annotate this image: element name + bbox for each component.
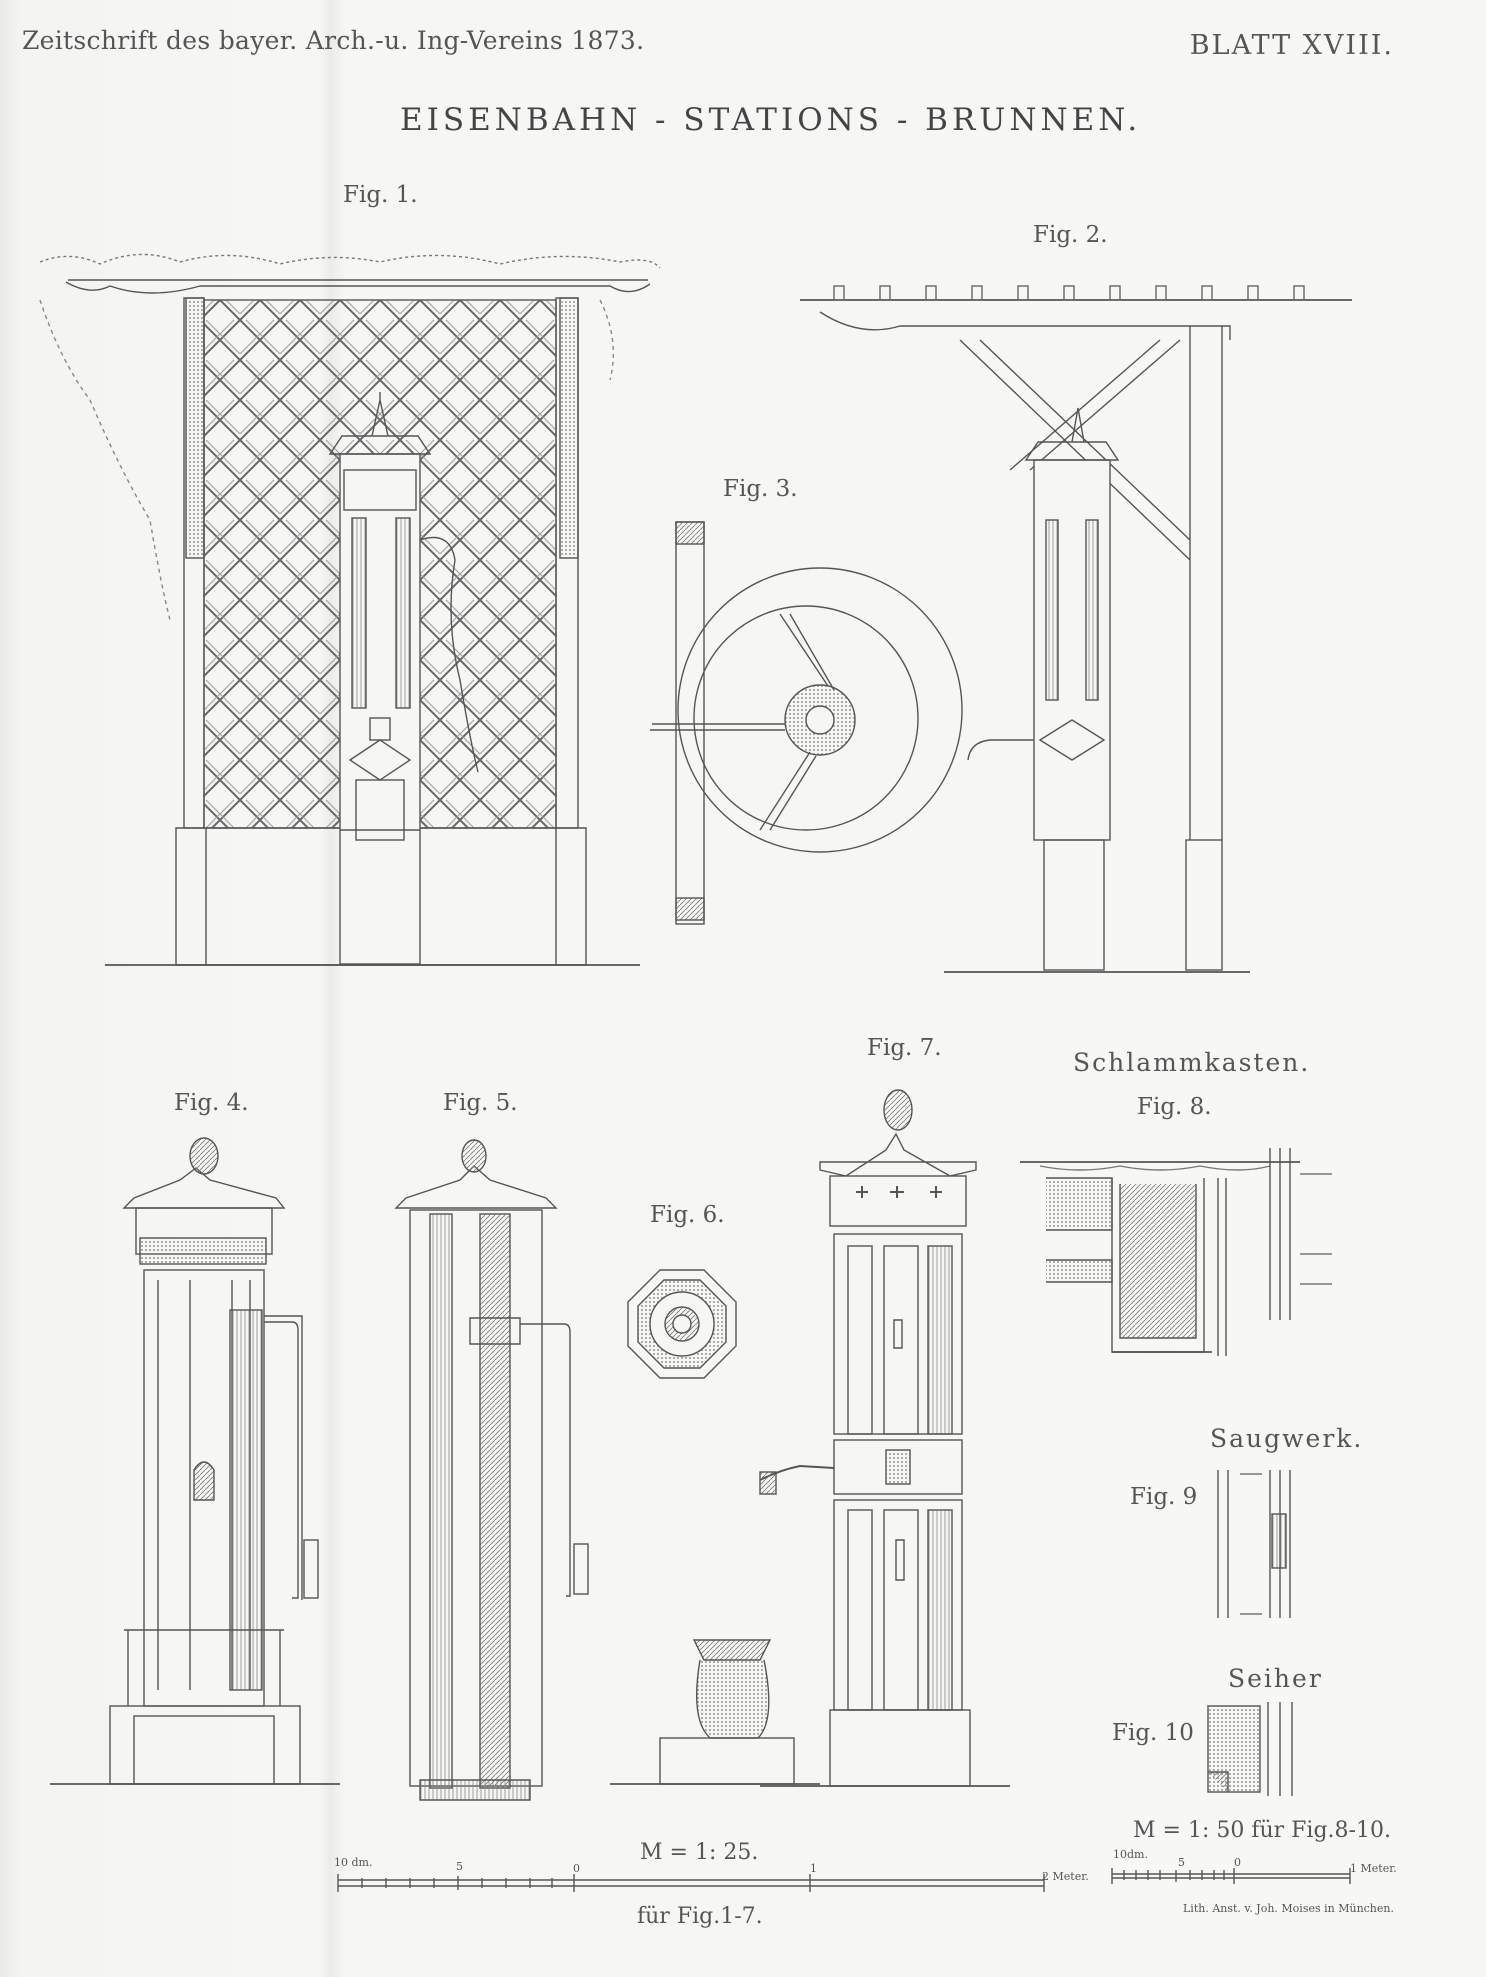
small-scale-tick-0: 0 <box>1234 1856 1241 1869</box>
fig-9-drawing <box>1217 1470 1291 1618</box>
main-scale-ratio: M = 1: 25. <box>640 1840 759 1865</box>
main-scale-note: für Fig.1-7. <box>637 1904 763 1929</box>
fig-3-drawing <box>650 521 963 925</box>
fig-7-label: Fig. 7. <box>867 1035 942 1061</box>
fig-6-drawing <box>627 1269 737 1379</box>
saugwerk-heading: Saugwerk. <box>1210 1424 1364 1453</box>
main-scale-start: 10 dm. <box>334 1856 373 1869</box>
fig-1-drawing <box>39 253 661 966</box>
fig-3-label: Fig. 3. <box>723 476 798 502</box>
fig-4-drawing <box>50 1137 340 1785</box>
main-scale-tick-5: 5 <box>456 1860 463 1873</box>
main-scale-bar <box>337 1874 1045 1892</box>
fig-2-drawing <box>800 285 1352 973</box>
small-scale-end: 1 Meter. <box>1350 1862 1397 1875</box>
fig-5-label: Fig. 5. <box>443 1090 518 1116</box>
fig-1-label: Fig. 1. <box>343 182 418 208</box>
fig-8-drawing <box>1020 1148 1332 1356</box>
main-scale-tick-1: 1 <box>810 1862 817 1875</box>
small-scale-ratio: M = 1: 50 für Fig.8-10. <box>1133 1818 1391 1843</box>
fig-8-label: Fig. 8. <box>1137 1094 1212 1120</box>
plate-title: EISENBAHN - STATIONS - BRUNNEN. <box>400 102 1142 138</box>
fig-10-drawing <box>1207 1702 1293 1796</box>
journal-header: Zeitschrift des bayer. Arch.-u. Ing-Vere… <box>22 26 645 55</box>
seiher-heading: Seiher <box>1228 1664 1323 1693</box>
fig-6-label: Fig. 6. <box>650 1202 725 1228</box>
main-scale-tick-0: 0 <box>573 1862 580 1875</box>
plate-number: BLATT XVIII. <box>1189 30 1394 61</box>
fig-7-drawing <box>759 1089 1010 1787</box>
fig-10-label: Fig. 10 <box>1112 1720 1194 1746</box>
lithographer-imprint: Lith. Anst. v. Joh. Moises in München. <box>1183 1902 1394 1915</box>
fig-4-label: Fig. 4. <box>174 1090 249 1116</box>
small-scale-bar <box>1111 1868 1351 1884</box>
fig-9-label: Fig. 9 <box>1130 1484 1198 1510</box>
main-scale-end: 2 Meter. <box>1042 1870 1089 1883</box>
small-scale-tick-5: 5 <box>1178 1856 1185 1869</box>
fig-5-drawing <box>394 1139 589 1801</box>
fig-2-label: Fig. 2. <box>1033 222 1108 248</box>
small-scale-start: 10dm. <box>1113 1848 1148 1861</box>
ornamental-basin-drawing <box>610 1639 820 1785</box>
schlammkasten-heading: Schlammkasten. <box>1073 1048 1311 1077</box>
